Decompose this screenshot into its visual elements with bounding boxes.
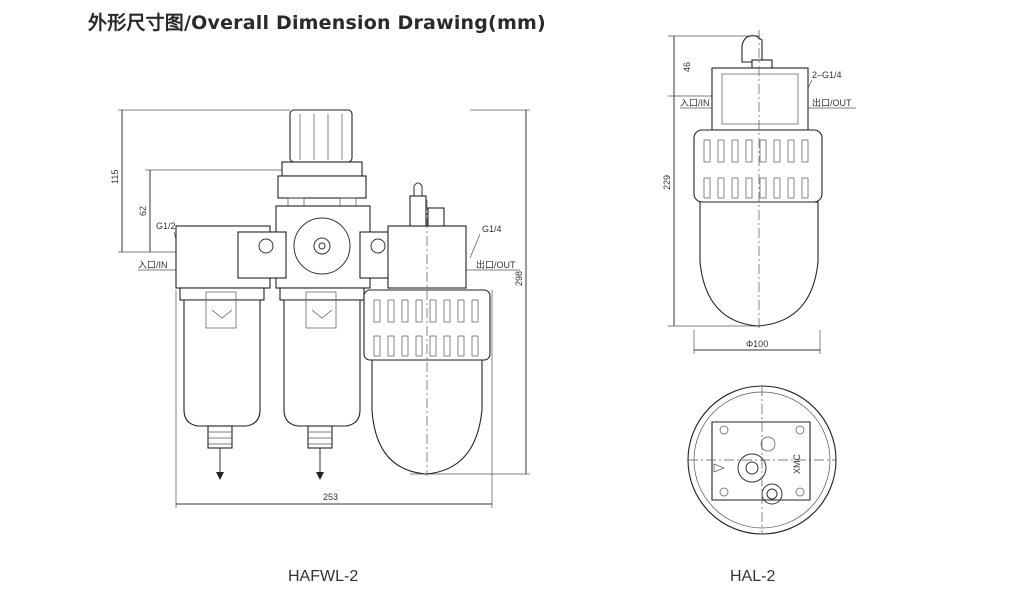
port-out-label: 出口/OUT bbox=[476, 259, 516, 270]
hal-2-side-drawing: 46 229 Φ100 2–G1/4 入口/IN 出口/OUT bbox=[662, 30, 856, 354]
dim-62-label: 62 bbox=[138, 206, 148, 216]
dim-dia-label: Φ100 bbox=[746, 339, 768, 349]
port-out-size: G1/4 bbox=[482, 224, 502, 234]
hafwl-2-drawing: 115 62 298 253 G1/2 入口/IN G1/4 出口/OUT bbox=[110, 109, 530, 508]
dim-298-label: 298 bbox=[514, 271, 524, 286]
port-in-label: 入口/IN bbox=[138, 260, 168, 270]
hal-port-out-label: 出口/OUT bbox=[812, 97, 852, 108]
hal-2-top-drawing: XMC bbox=[687, 385, 837, 535]
port-in-size: G1/2 bbox=[156, 221, 176, 231]
brand-label: XMC bbox=[792, 454, 802, 475]
page-title: 外形尺寸图/Overall Dimension Drawing(mm) bbox=[88, 12, 546, 34]
model-label-hal-2: HAL-2 bbox=[730, 568, 776, 585]
hal-port-in-label: 入口/IN bbox=[680, 98, 710, 108]
hal-port-size: 2–G1/4 bbox=[812, 70, 842, 80]
dim-46-label: 46 bbox=[682, 62, 692, 72]
model-label-hafwl-2: HAFWL-2 bbox=[288, 568, 359, 585]
dim-253-label: 253 bbox=[323, 492, 338, 502]
dim-229-label: 229 bbox=[662, 175, 672, 190]
dim-115-label: 115 bbox=[110, 170, 120, 184]
